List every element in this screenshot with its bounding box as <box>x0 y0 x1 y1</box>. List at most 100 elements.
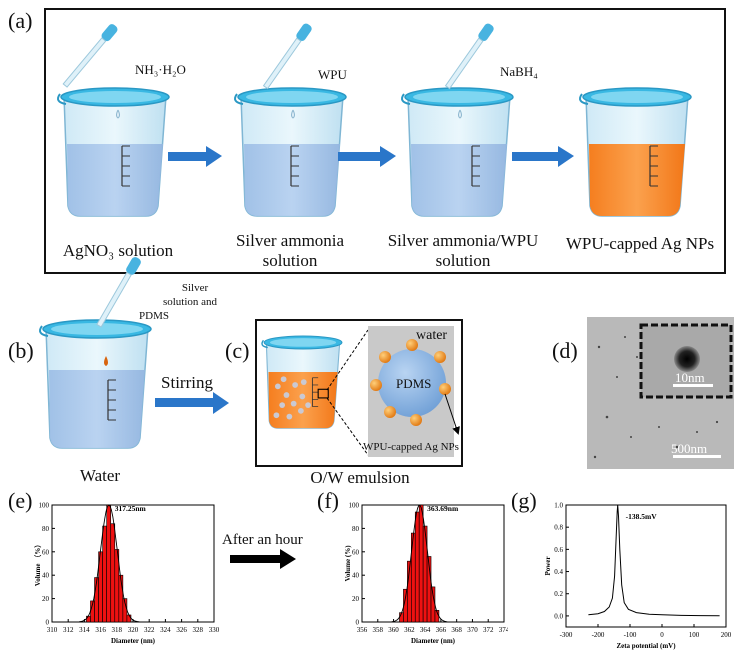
x-tick-label: 314 <box>79 626 90 634</box>
y-tick-label: 0 <box>356 619 360 627</box>
x-tick-label: 362 <box>404 626 415 634</box>
y-tick-label: 20 <box>42 595 50 603</box>
reagent-b-3: PDMS <box>139 310 169 322</box>
gaussian-fit-line <box>52 504 214 623</box>
plot-frame <box>51 504 215 623</box>
x-tick-label: 374 <box>499 626 508 634</box>
x-tick-label: 328 <box>193 626 204 634</box>
x-axis-label: Diameter (nm) <box>111 637 156 645</box>
y-tick-label: 0.8 <box>554 524 563 532</box>
y-tick-label: 20 <box>352 595 360 603</box>
y-tick-label: 60 <box>352 548 360 556</box>
beaker-silver-ammonia <box>234 87 347 217</box>
y-tick-label: 0 <box>46 619 50 627</box>
caption-wpu-ag: WPU-capped Ag NPs <box>565 234 715 253</box>
y-tick-label: 1.0 <box>554 502 563 510</box>
beaker-water <box>39 319 152 449</box>
panel-c-label: (c) <box>225 338 250 363</box>
panel-a-frame <box>44 8 726 274</box>
histogram-bar <box>106 504 112 623</box>
x-tick-label: 310 <box>47 626 58 634</box>
histogram-bar <box>126 614 132 623</box>
y-axis-label: Power <box>544 556 552 575</box>
y-tick-label: 100 <box>39 502 50 510</box>
x-tick-label: 368 <box>451 626 462 634</box>
caption-silver-wpu-1: Silver ammonia/WPU <box>387 231 539 250</box>
y-tick-label: 80 <box>352 525 360 533</box>
scale-main-label: 500nm <box>671 441 708 456</box>
after-hour-label: After an hour <box>222 532 303 548</box>
after-hour-arrow <box>230 549 296 569</box>
stirring-arrow <box>155 392 229 414</box>
histogram-bar <box>102 525 107 623</box>
panel-d-label: (d) <box>552 338 578 363</box>
y-axis-label: Volume (%) <box>344 545 352 582</box>
caption-silver-ammonia-2: solution <box>262 251 318 270</box>
tem-image <box>587 317 734 469</box>
x-tick-label: 100 <box>689 631 700 639</box>
caption-silver-wpu-2: solution <box>435 251 491 270</box>
y-tick-label: 0.0 <box>554 612 563 620</box>
x-tick-label: 318 <box>112 626 123 634</box>
caption-silver-ammonia-1: Silver ammonia <box>235 231 345 250</box>
reagent-nh3: NH₃·H₂O <box>135 62 186 77</box>
x-tick-label: 200 <box>721 631 732 639</box>
x-tick-label: 320 <box>128 626 139 634</box>
beaker-emulsion <box>261 335 343 429</box>
x-tick-label: 316 <box>95 626 106 634</box>
peak-annotation: 363.69nm <box>427 504 459 513</box>
dropper-b <box>96 257 141 328</box>
beaker-silver-wpu <box>401 87 514 217</box>
x-axis-label: Diameter (nm) <box>411 637 456 645</box>
y-tick-label: 100 <box>349 502 360 510</box>
process-arrow-1 <box>168 146 222 167</box>
panel-b-label: (b) <box>8 338 34 363</box>
panel-c-frame <box>255 319 463 467</box>
histogram-bar <box>418 504 424 623</box>
histogram-bar <box>86 615 91 623</box>
process-arrow-2 <box>338 146 396 167</box>
caption-agno3: AgNO₃ solution <box>62 241 174 260</box>
reagent-wpu: WPU <box>318 67 347 82</box>
process-arrow-3 <box>512 146 574 167</box>
panel-a-label: (a) <box>8 8 33 33</box>
reagent-b-2: solution and <box>162 296 218 308</box>
x-tick-label: -100 <box>624 631 637 639</box>
x-tick-label: 372 <box>483 626 494 634</box>
shell-label: WPU-capped Ag NPs <box>363 441 459 453</box>
x-tick-label: 356 <box>357 626 368 634</box>
gaussian-fit-line <box>362 504 504 623</box>
y-tick-label: 60 <box>42 548 50 556</box>
x-tick-label: 370 <box>467 626 478 634</box>
series-line <box>588 504 720 617</box>
pdms-droplet <box>378 349 446 417</box>
y-tick-label: 0.2 <box>554 590 563 598</box>
reagent-b-1: Silver <box>181 282 209 294</box>
x-tick-label: 0 <box>660 631 664 639</box>
y-tick-label: 40 <box>42 572 50 580</box>
panel-g-label: (g) <box>511 488 537 513</box>
x-tick-label: 366 <box>436 626 447 634</box>
caption-emulsion: O/W emulsion <box>310 468 410 487</box>
histogram-bar <box>414 511 420 623</box>
dropper-3 <box>444 23 494 90</box>
x-tick-label: -300 <box>560 631 573 639</box>
x-tick-label: 312 <box>63 626 74 634</box>
beaker-agno3 <box>57 87 170 217</box>
stirring-label: Stirring <box>161 373 213 392</box>
histogram-bar <box>110 523 116 623</box>
pdms-label: PDMS <box>396 376 432 391</box>
x-tick-label: 358 <box>373 626 384 634</box>
dropper-1 <box>62 24 118 88</box>
x-tick-label: 322 <box>144 626 155 634</box>
plot-frame <box>565 504 727 628</box>
x-tick-label: -200 <box>592 631 605 639</box>
y-tick-label: 80 <box>42 525 50 533</box>
x-axis-label: Zeta potential (mV) <box>616 642 676 650</box>
x-tick-label: 330 <box>209 626 220 634</box>
panel-e-label: (e) <box>8 488 33 513</box>
x-tick-label: 324 <box>160 626 171 634</box>
